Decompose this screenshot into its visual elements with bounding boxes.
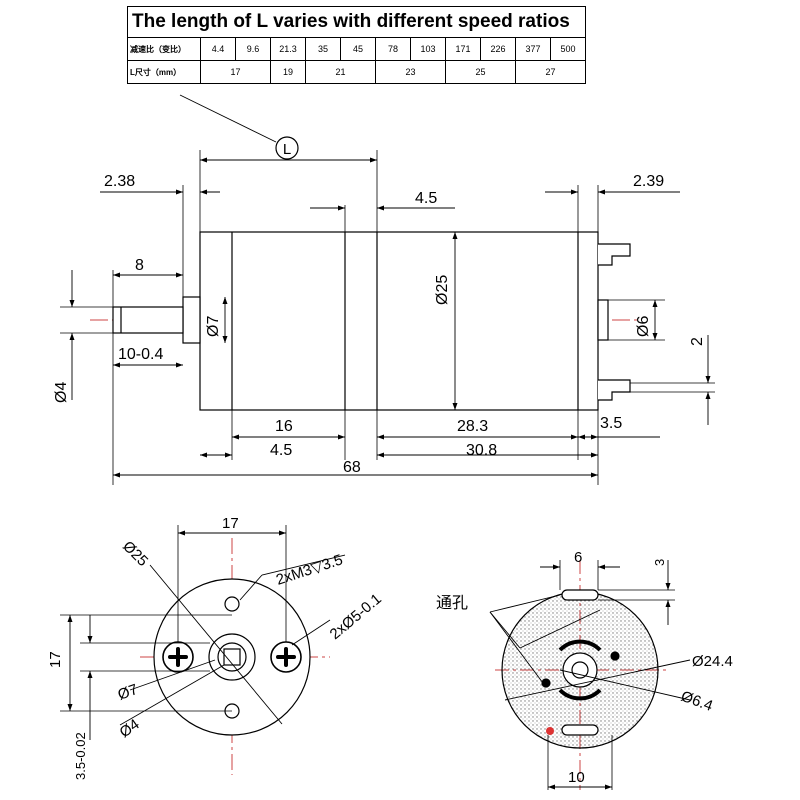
dim-diameter-7: Ø7 <box>205 316 222 337</box>
terminal-top <box>598 243 631 266</box>
dim-2: 2 <box>689 337 706 346</box>
front-dim-17-left: 17 <box>47 651 64 668</box>
front-dim-17-top: 17 <box>222 515 239 532</box>
length-cell: 27 <box>515 60 586 84</box>
terminal-bottom <box>598 379 631 401</box>
front-dim-diameter-7: Ø7 <box>116 681 141 704</box>
table-title: The length of L varies with different sp… <box>127 6 586 38</box>
dim-28-3: 28.3 <box>457 418 488 435</box>
rear-dim-3: 3 <box>652 559 667 566</box>
speed-ratio-table: The length of L varies with different sp… <box>127 6 586 84</box>
dim-diameter-25: Ø25 <box>434 275 451 305</box>
dim-10-0-4: 10-0.4 <box>118 346 163 363</box>
rear-slot-top <box>561 589 599 601</box>
length-cell: 25 <box>445 60 516 84</box>
front-dim-3-5: 3.5-0.02 <box>73 732 88 780</box>
front-view <box>60 525 346 775</box>
front-dim-diameter-25: Ø25 <box>119 538 151 570</box>
rear-dim-diameter-6-4: Ø6.4 <box>679 688 715 715</box>
dim-30-8: 30.8 <box>466 442 497 459</box>
side-view <box>60 94 715 485</box>
rear-dim-diameter-24-4: Ø24.4 <box>692 653 733 670</box>
ratio-row-label: 减速比（变比） <box>127 37 201 61</box>
L-marker: L <box>283 141 291 158</box>
screw-right <box>270 641 302 673</box>
ratio-row: 减速比（变比） 4.4 9.6 21.3 35 45 78 103 171 22… <box>127 37 586 61</box>
ratio-cell: 377 <box>515 37 551 61</box>
dim-2-39: 2.39 <box>633 173 664 190</box>
output-shaft <box>112 306 184 334</box>
ratio-cell: 78 <box>375 37 411 61</box>
dim-68: 68 <box>343 459 361 476</box>
rear-bushing <box>597 299 609 341</box>
rear-dim-6: 6 <box>574 549 582 566</box>
length-cell: 21 <box>305 60 376 84</box>
dim-diameter-6: Ø6 <box>635 316 652 337</box>
dim-2-38: 2.38 <box>104 173 135 190</box>
rear-view <box>489 560 691 790</box>
ratio-cell: 226 <box>480 37 516 61</box>
length-cell: 19 <box>270 60 306 84</box>
rear-dim-10: 10 <box>568 769 585 786</box>
dim-4-5-bottom: 4.5 <box>270 442 292 459</box>
side-view-labels: L 2.38 4.5 2.39 8 10-0.4 16 28.3 3.5 4.5… <box>53 141 706 476</box>
length-row: L尺寸（mm） 17 19 21 23 25 27 <box>127 60 586 84</box>
dim-3-5: 3.5 <box>600 415 622 432</box>
front-dim-diameter-4: Ø4 <box>117 716 143 741</box>
length-cell: 17 <box>200 60 271 84</box>
front-flange <box>153 578 311 736</box>
dim-4-5-top: 4.5 <box>415 190 437 207</box>
dim-diameter-4: Ø4 <box>53 382 70 403</box>
dim-16: 16 <box>275 418 293 435</box>
front-dim-m3: 2xM3▽3.5 <box>274 551 345 589</box>
shaft-boss <box>182 296 201 344</box>
length-cell: 23 <box>375 60 446 84</box>
ratio-cell: 21.3 <box>270 37 306 61</box>
screw-left <box>162 641 194 673</box>
front-dim-diameter-5: 2xØ5-0.1 <box>327 590 385 643</box>
ratio-cell: 9.6 <box>235 37 271 61</box>
ratio-cell: 500 <box>550 37 586 61</box>
motor-body <box>199 231 599 411</box>
ratio-cell: 171 <box>445 37 481 61</box>
ratio-cell: 103 <box>410 37 446 61</box>
rear-through-hole-label: 通孔 <box>436 594 468 612</box>
length-row-label: L尺寸（mm） <box>127 60 201 84</box>
dim-8: 8 <box>135 257 144 274</box>
ratio-cell: 35 <box>305 37 341 61</box>
ratio-cell: 4.4 <box>200 37 236 61</box>
rear-slot-bottom <box>561 724 599 736</box>
ratio-cell: 45 <box>340 37 376 61</box>
L-marker-circle <box>275 136 299 160</box>
